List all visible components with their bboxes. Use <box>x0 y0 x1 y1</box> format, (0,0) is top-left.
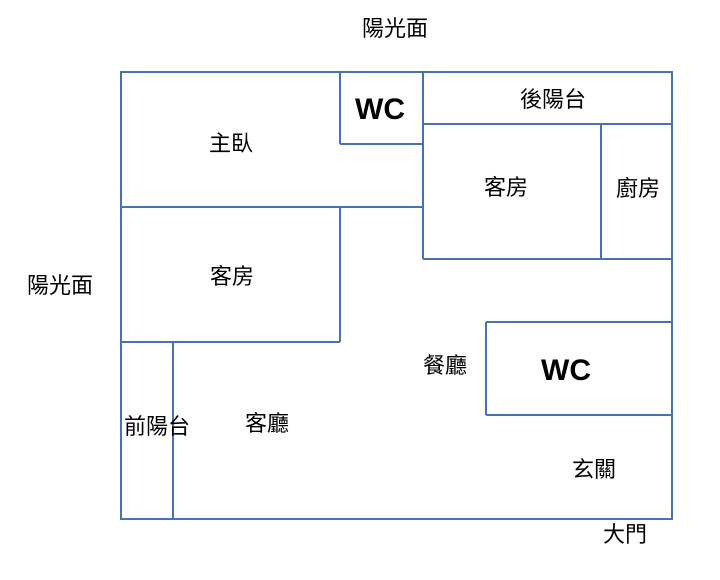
room-living: 客廳 <box>245 412 289 437</box>
walls <box>120 71 673 520</box>
room-front-balcony: 前陽台 <box>124 415 190 440</box>
room-guest-left: 客房 <box>210 265 254 290</box>
left-sun-side-label: 陽光面 <box>27 274 93 299</box>
room-entrance: 玄關 <box>572 458 616 483</box>
main-door-label: 大門 <box>603 523 647 548</box>
top-sun-side-label: 陽光面 <box>362 17 428 42</box>
room-master-bedroom: 主臥 <box>209 132 253 157</box>
room-wc-right: WC <box>541 354 591 387</box>
room-wc-top: WC <box>355 93 405 126</box>
room-back-balcony: 後陽台 <box>520 88 586 113</box>
room-dining: 餐廳 <box>423 354 467 379</box>
room-kitchen: 廚房 <box>616 177 660 202</box>
room-guest-right: 客房 <box>484 176 528 201</box>
outer-wall <box>120 71 673 520</box>
